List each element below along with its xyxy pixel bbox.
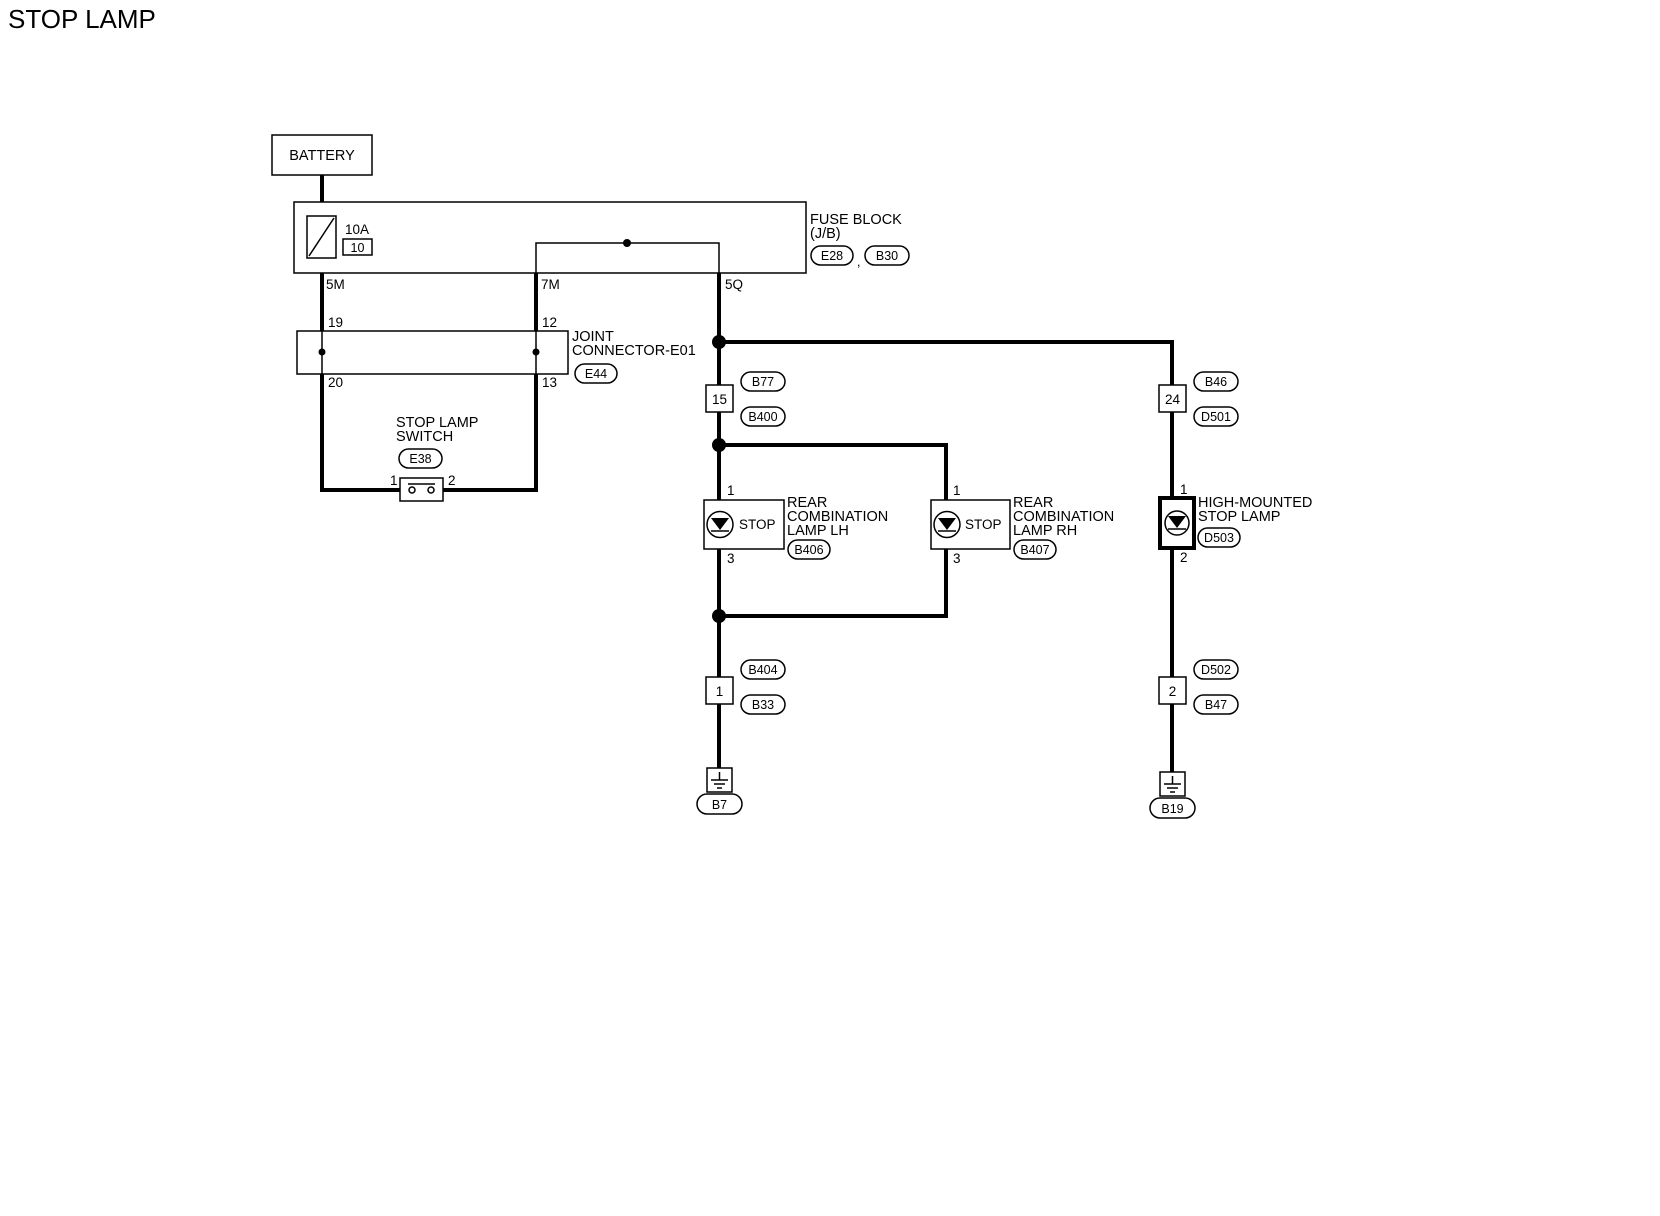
switch-sublabel: SWITCH	[396, 429, 453, 445]
svg-text:B406: B406	[794, 543, 823, 557]
pin-20: 20	[328, 375, 343, 390]
svg-text:2: 2	[1169, 684, 1177, 699]
pin-7m: 7M	[541, 277, 560, 292]
fuse-block-sublabel: (J/B)	[810, 226, 841, 242]
lamp-lh-label-3: LAMP LH	[787, 523, 849, 539]
wire-20-switch	[320, 374, 400, 492]
switch-label: STOP LAMP	[396, 415, 478, 431]
connector-badge-b47: B47	[1193, 694, 1239, 715]
wire-switch-13	[443, 374, 538, 492]
svg-text:15: 15	[712, 392, 727, 407]
ground-badge-b19: B19	[1149, 797, 1196, 819]
svg-text:24: 24	[1165, 392, 1181, 407]
high-lamp-label-2: STOP LAMP	[1198, 509, 1280, 525]
connector-separator: ,	[857, 255, 860, 269]
pin-12: 12	[542, 315, 557, 330]
ground-icon-b19	[1159, 771, 1186, 797]
svg-text:D502: D502	[1201, 663, 1231, 677]
lamp-lh-pin-3: 3	[727, 551, 735, 566]
splice-lamps-bottom	[712, 609, 726, 623]
fuse-block: 10A 10	[293, 201, 807, 274]
lamp-rh-label-2: COMBINATION	[1013, 509, 1114, 525]
svg-text:B19: B19	[1161, 802, 1183, 816]
joint-connector-sublabel: CONNECTOR-E01	[572, 343, 696, 359]
svg-text:B404: B404	[748, 663, 777, 677]
switch-pin-1: 1	[390, 473, 398, 488]
stop-lamp-switch	[399, 477, 444, 502]
connector-badge-d501: D501	[1193, 406, 1239, 427]
joint-connector-label: JOINT	[572, 329, 614, 345]
connector-badge-b33: B33	[740, 694, 786, 715]
svg-text:1: 1	[716, 684, 724, 699]
wire-to-lamp-rh	[719, 443, 948, 500]
svg-text:B7: B7	[712, 798, 727, 812]
rear-combination-lamp-rh	[930, 499, 1011, 550]
svg-text:E28: E28	[821, 249, 843, 263]
connector-badge-d503: D503	[1197, 527, 1241, 548]
battery-block: BATTERY	[271, 134, 373, 176]
connector-badge-b400: B400	[740, 406, 786, 427]
lamp-lh-label-2: COMBINATION	[787, 509, 888, 525]
pin-19: 19	[328, 315, 343, 330]
lamp-lh-inner-label: STOP	[739, 517, 776, 532]
pin-13: 13	[542, 375, 557, 390]
inline-connector-2: 2	[1158, 676, 1187, 705]
connector-badge-b30: B30	[864, 245, 910, 266]
inline-connector-1: 1	[705, 676, 734, 705]
svg-text:B46: B46	[1205, 375, 1227, 389]
lamp-rh-label-3: LAMP RH	[1013, 523, 1077, 539]
svg-text:B33: B33	[752, 698, 774, 712]
connector-badge-b77: B77	[740, 371, 786, 392]
fuse-block-label: FUSE BLOCK	[810, 212, 902, 228]
rear-combination-lamp-lh	[703, 499, 785, 550]
connector-badge-d502: D502	[1193, 659, 1239, 680]
inline-connector-24: 24	[1158, 384, 1187, 413]
pin-5q: 5Q	[725, 277, 743, 292]
wire-lamp-rh-return	[719, 549, 948, 618]
switch-pin-2: 2	[448, 473, 456, 488]
connector-badge-e28: E28	[810, 245, 854, 266]
high-mounted-stop-lamp	[1158, 496, 1196, 550]
connector-badge-e44: E44	[574, 363, 618, 384]
joint-connector	[296, 330, 569, 375]
connector-badge-b406: B406	[787, 539, 831, 560]
splice-5q	[712, 335, 726, 349]
svg-text:E38: E38	[409, 452, 431, 466]
high-lamp-label-1: HIGH-MOUNTED	[1198, 495, 1312, 511]
fuse-number: 10	[351, 241, 365, 255]
ground-badge-b7: B7	[696, 793, 743, 815]
connector-badge-b407: B407	[1013, 539, 1057, 560]
battery-label: BATTERY	[289, 148, 355, 164]
connector-badge-e38: E38	[398, 448, 443, 469]
pin-5m: 5M	[326, 277, 345, 292]
high-lamp-pin-2: 2	[1180, 550, 1188, 565]
connector-badge-b404: B404	[740, 659, 786, 680]
lamp-lh-pin-1: 1	[727, 483, 735, 498]
wire-branch-high-mounted	[719, 340, 1174, 385]
splice-lamps-top	[712, 438, 726, 452]
svg-text:D501: D501	[1201, 410, 1231, 424]
svg-text:B77: B77	[752, 375, 774, 389]
svg-text:D503: D503	[1204, 531, 1234, 545]
connector-badge-b46: B46	[1193, 371, 1239, 392]
lamp-rh-pin-3: 3	[953, 551, 961, 566]
svg-text:E44: E44	[585, 367, 607, 381]
page-title: STOP LAMP	[8, 4, 156, 34]
lamp-rh-pin-1: 1	[953, 483, 961, 498]
svg-text:B47: B47	[1205, 698, 1227, 712]
lamp-rh-label-1: REAR	[1013, 495, 1053, 511]
fuse-symbol	[306, 215, 337, 259]
inline-connector-15: 15	[705, 384, 734, 413]
ground-icon-b7	[706, 767, 733, 793]
fuse-rating: 10A	[345, 222, 369, 237]
lamp-rh-inner-label: STOP	[965, 517, 1002, 532]
svg-text:B400: B400	[748, 410, 777, 424]
svg-text:B407: B407	[1020, 543, 1049, 557]
lamp-lh-label-1: REAR	[787, 495, 827, 511]
high-lamp-pin-1: 1	[1180, 482, 1188, 497]
svg-text:B30: B30	[876, 249, 898, 263]
